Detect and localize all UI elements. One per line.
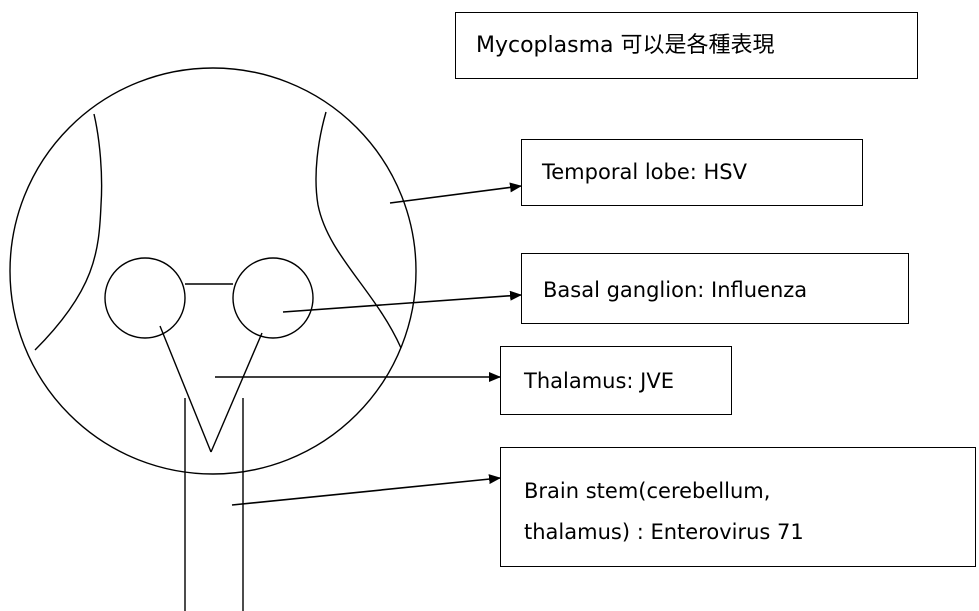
brain-stem-label-line1: Brain stem(cerebellum,: [524, 471, 975, 512]
thalamus-label: Thalamus: JVE: [524, 368, 731, 394]
temporal-lobe-label: Temporal lobe: HSV: [542, 159, 862, 185]
brain-outline: [10, 68, 416, 474]
temporal-lobe-box: Temporal lobe: HSV: [521, 139, 863, 206]
thalamus-box: Thalamus: JVE: [500, 346, 732, 415]
arrow-basal: [283, 295, 521, 312]
title-text: Mycoplasma 可以是各種表現: [476, 32, 917, 60]
basal-ganglion-left: [105, 258, 185, 338]
brain-stem-label-line2: thalamus) : Enterovirus 71: [524, 512, 975, 553]
basal-ganglion-right: [233, 258, 313, 338]
arrow-brainstem: [232, 478, 500, 505]
left-hemisphere-curve: [35, 114, 102, 350]
basal-ganglion-box: Basal ganglion: Influenza: [521, 253, 909, 324]
thalamus-right-edge: [211, 333, 262, 452]
arrow-temporal: [390, 186, 521, 203]
basal-ganglion-label: Basal ganglion: Influenza: [543, 277, 908, 303]
brain-stem-box: Brain stem(cerebellum, thalamus) : Enter…: [500, 447, 976, 567]
right-hemisphere-curve: [316, 112, 401, 348]
title-box: Mycoplasma 可以是各種表現: [455, 12, 918, 79]
